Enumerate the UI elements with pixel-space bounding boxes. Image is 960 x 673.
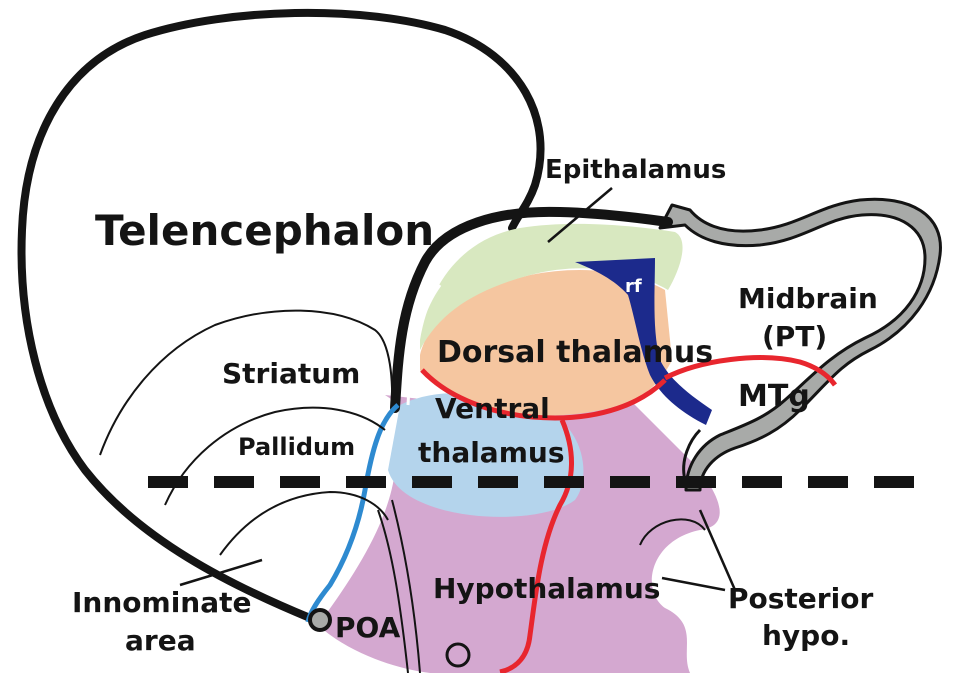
label-innominate: Innominate (72, 586, 252, 619)
label-poa: POA (335, 611, 401, 644)
label-rf: rf (625, 276, 642, 297)
leader-hypothalamus (662, 578, 725, 590)
label-pallidum: Pallidum (238, 433, 355, 461)
label-telencephalon: Telencephalon (95, 206, 434, 255)
label-dorsal-thalamus: Dorsal thalamus (437, 335, 713, 370)
label-hypo: hypo. (762, 619, 850, 652)
label-mtg: MTg (738, 379, 810, 414)
leader-posterior-hypo (700, 510, 735, 590)
label-hypothalamus: Hypothalamus (433, 572, 660, 605)
label-thalamus: thalamus (418, 436, 564, 469)
label-ventral: Ventral (435, 392, 550, 425)
label-pt: (PT) (762, 320, 827, 353)
label-midbrain: Midbrain (738, 282, 878, 315)
label-posterior: Posterior (728, 582, 873, 615)
label-area: area (125, 624, 196, 657)
label-epithalamus: Epithalamus (545, 155, 726, 185)
poa-marker (310, 610, 330, 630)
label-striatum: Striatum (222, 357, 360, 390)
